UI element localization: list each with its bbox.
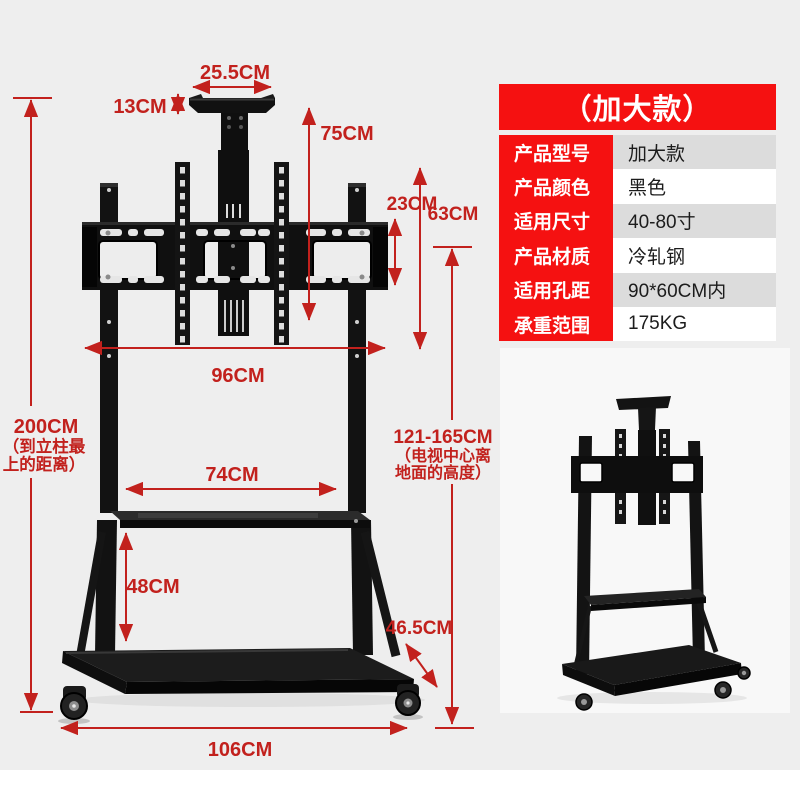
dim-label-63cm: 63CM: [428, 204, 479, 225]
dim-top-shelf-width: 25.5CM: [192, 62, 272, 95]
vesa-slots-left: [180, 167, 185, 343]
brace-right: [360, 530, 401, 658]
spec-label-hole-pitch: 适用孔距: [499, 272, 613, 307]
spec-value-material: 冷轧钢: [613, 238, 776, 273]
dim-label-200cm-note2: 上的距离）: [3, 454, 86, 474]
spec-label-model: 产品型号: [499, 135, 613, 170]
beam-cutouts: [98, 240, 372, 280]
dim-label-200cm: 200CM: [14, 416, 78, 438]
dim-label-13cm: 13CM: [113, 96, 166, 118]
dim-inner-width: 74CM: [125, 464, 337, 497]
camera-shelf-screws: [227, 116, 243, 129]
dim-label-75cm: 75CM: [320, 123, 373, 145]
dim-shelf-to-base: 48CM: [118, 532, 180, 642]
spec-table: 产品型号 加大款 产品颜色 黑色 适用尺寸 40-80寸 产品材质 冷轧钢 适用…: [499, 135, 776, 342]
caster-right: [393, 684, 423, 720]
caster-left: [58, 686, 90, 724]
vesa-strip-left: [175, 162, 190, 345]
brace-left: [76, 531, 106, 657]
spec-label-color: 产品颜色: [499, 169, 613, 204]
base-shadow: [75, 693, 425, 707]
middle-shelf: [110, 511, 370, 528]
dim-label-106cm: 106CM: [208, 739, 272, 761]
spec-label-size: 适用尺寸: [499, 203, 613, 239]
dim-label-25-5cm: 25.5CM: [200, 62, 270, 84]
dim-label-74cm: 74CM: [205, 464, 258, 486]
dim-top-shelf-height: 13CM: [113, 93, 186, 118]
dim-bracket-width: 96CM: [84, 340, 386, 387]
dim-label-121-165cm: 121-165CM: [393, 427, 492, 448]
product-photo: [557, 396, 751, 711]
center-column-slots: [224, 204, 244, 332]
spec-label-load: 承重范围: [499, 306, 613, 342]
beam-screws: [105, 230, 365, 280]
spec-header: （加大款）: [499, 84, 776, 130]
bottom-white-strip: [0, 770, 800, 800]
dim-label-46-5cm: 46.5CM: [386, 618, 453, 639]
dim-shelf-to-bracket: 75CM: [301, 107, 374, 321]
spec-panel: （加大款） 产品型号 加大款 产品颜色 黑色 适用尺寸 40-80寸 产品材质 …: [499, 84, 776, 342]
spec-value-color: 黑色: [613, 169, 776, 204]
dim-label-96cm: 96CM: [211, 365, 264, 387]
spec-header-title: （加大款）: [562, 94, 713, 126]
dim-label-200cm-note1: （到立柱最: [3, 436, 86, 456]
spec-value-hole-pitch: 90*60CM内: [613, 272, 776, 307]
lower-legs: [76, 520, 401, 658]
spec-value-model: 加大款: [613, 135, 776, 170]
tv-bracket-beam: [82, 222, 388, 290]
dim-vesa-strip-height: 63CM: [412, 167, 479, 350]
spec-label-material: 产品材质: [499, 238, 613, 273]
dim-base-depth: 46.5CM: [386, 618, 453, 688]
vesa-strip-right: [274, 162, 289, 345]
vesa-slots-right: [279, 167, 284, 343]
dimension-annotations: 25.5CM 13CM 75CM 23CM 63CM 96CM: [3, 62, 493, 761]
base: [62, 648, 414, 694]
camera-shelf: [189, 94, 275, 129]
spec-value-load: 175KG: [613, 306, 776, 342]
dim-tv-center-height: 121-165CM （电视中心离 地面的高度）: [393, 246, 493, 729]
dim-label-48cm: 48CM: [126, 576, 179, 598]
dim-label-121-165cm-note2: 地面的高度）: [395, 463, 491, 482]
dim-total-height: 200CM （到立柱最 上的距离）: [3, 97, 86, 713]
dim-label-121-165cm-note1: （电视中心离: [395, 446, 491, 465]
tv-stand-drawing: [58, 94, 425, 724]
spec-value-size: 40-80寸: [613, 203, 776, 239]
dim-base-width: 106CM: [60, 720, 408, 761]
